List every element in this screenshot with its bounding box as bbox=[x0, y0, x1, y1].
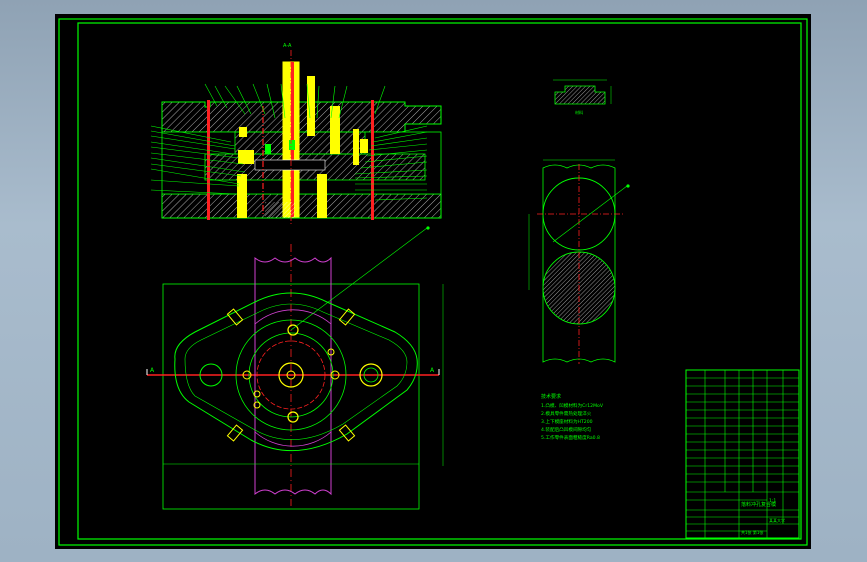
tech-title: 技术要求 bbox=[541, 393, 561, 400]
tech-line: 3.上下模座材料为HT200 bbox=[541, 418, 593, 425]
die-base-outline bbox=[162, 283, 420, 510]
drawing-sheet: 共1张 第1张 bbox=[741, 529, 763, 535]
guide-bush-left bbox=[199, 363, 223, 387]
tech-requirements: 技术要求 1.凸模、凹模材料为Cr12MoV 2.模具零件需热处理淬火 3.上下… bbox=[541, 393, 604, 441]
part-note: 材料 bbox=[575, 109, 583, 115]
cut-mark-left: A bbox=[150, 367, 155, 374]
tech-line: 5.工作零件表面粗糙度Ra0.8 bbox=[541, 434, 600, 441]
upper-die-plate bbox=[161, 101, 442, 133]
school-name: 某某大学 bbox=[769, 517, 785, 523]
strip-layout bbox=[254, 256, 332, 496]
outer-frame bbox=[58, 18, 808, 546]
tech-line: 1.凸模、凹模材料为Cr12MoV bbox=[541, 402, 604, 409]
drawing-canvas: A-A bbox=[58, 18, 808, 546]
plan-view: A A bbox=[146, 226, 444, 510]
die-plate-outline bbox=[174, 292, 418, 452]
title-block-text: 落料冲孔复合模 1:1 共1张 第1张 某某大学 bbox=[741, 498, 785, 535]
inner-frame bbox=[77, 22, 802, 540]
cut-mark-right: A bbox=[430, 367, 435, 374]
title-block bbox=[685, 369, 800, 539]
blank-layout-view bbox=[528, 159, 630, 364]
die-ring bbox=[256, 340, 326, 410]
guide-pin-right bbox=[371, 100, 374, 220]
cad-viewport[interactable]: A-A bbox=[55, 14, 811, 549]
lower-die-plate bbox=[161, 193, 442, 219]
tech-line: 4.装配后凸凹模间隙均匀 bbox=[541, 426, 592, 433]
drawing-scale: 1:1 bbox=[769, 498, 776, 504]
tech-line: 2.模具零件需热处理淬火 bbox=[541, 410, 592, 417]
section-label: A-A bbox=[283, 43, 292, 49]
part-detail: 材料 bbox=[553, 79, 612, 115]
guide-bush-right bbox=[359, 363, 383, 387]
section-view: A-A bbox=[150, 43, 442, 224]
drawing-name: 落料冲孔复合模 bbox=[741, 501, 776, 508]
